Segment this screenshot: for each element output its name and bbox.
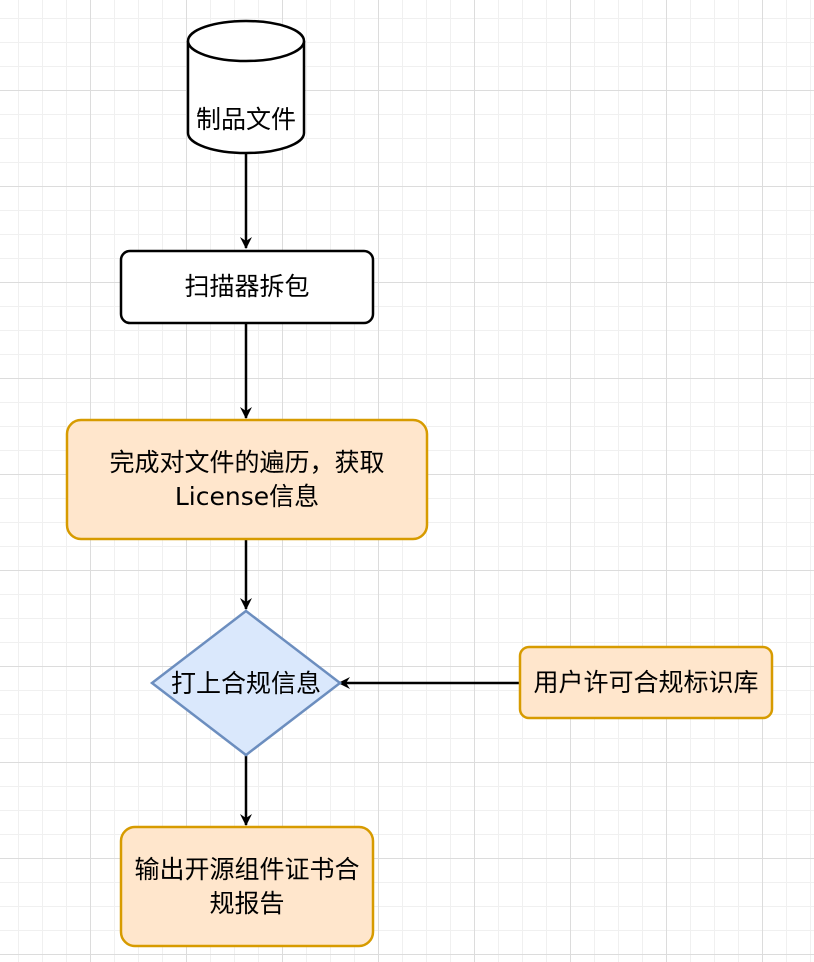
node-tag-label: 打上合规信息 <box>170 669 321 698</box>
node-report-label: 输出开源组件证书合规报告 <box>134 854 360 918</box>
node-report-shape <box>119 825 375 948</box>
node-traverse-label: 完成对文件的遍历，获取License信息 <box>109 447 385 511</box>
node-licensedb-shape <box>518 645 774 720</box>
node-unpack-label: 扫描器拆包 <box>184 272 310 301</box>
node-artifact-label: 制品文件 <box>195 105 296 134</box>
node-artifact-shape <box>186 19 306 155</box>
node-tag-shape <box>149 609 343 757</box>
node-traverse-shape <box>65 418 429 541</box>
node-licensedb-label: 用户许可合规标识库 <box>533 667 759 697</box>
node-unpack-shape <box>119 249 375 325</box>
